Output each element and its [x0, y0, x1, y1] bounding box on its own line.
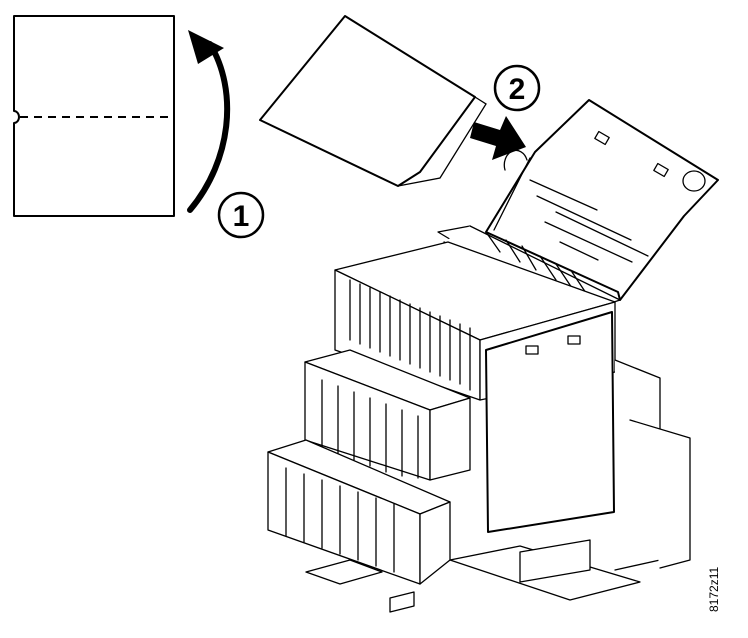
step-2-badge: 2 [493, 64, 541, 112]
housing-side [449, 359, 691, 601]
bottom-connector [519, 539, 591, 583]
din-rail-clip [305, 559, 415, 613]
label-sheet-folded [259, 15, 487, 187]
fold-arrow-icon [187, 30, 231, 213]
terminal-block-upper [304, 349, 471, 481]
step-2-number: 2 [509, 73, 526, 106]
step-1-badge: 1 [217, 191, 265, 239]
terminal-device [267, 99, 719, 613]
step-1-number: 1 [233, 200, 250, 233]
insert-arrow-icon [470, 116, 526, 160]
terminal-block-lower [267, 439, 451, 585]
front-cover [485, 311, 615, 533]
label-cover [485, 99, 719, 301]
figure-code: 8172z11 [707, 567, 721, 612]
label-sheet-unfolded [13, 15, 175, 217]
comb-fins [349, 279, 471, 391]
